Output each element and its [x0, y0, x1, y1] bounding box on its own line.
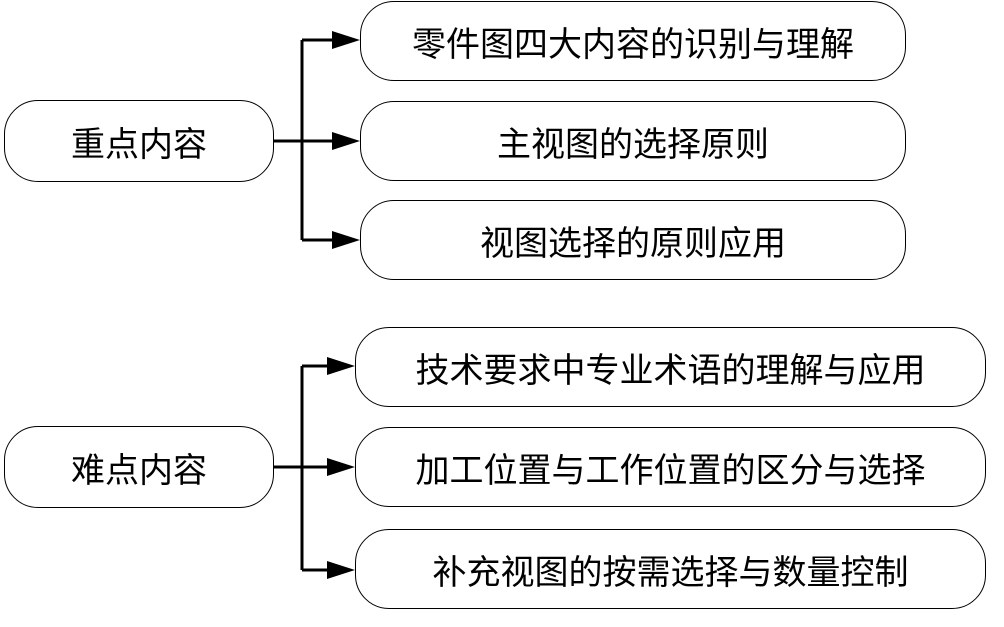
difficult-item-3: 补充视图的按需选择与数量控制: [355, 529, 986, 609]
key-item-2-label: 主视图的选择原则: [497, 124, 769, 165]
difficult-content-node: 难点内容: [4, 426, 274, 508]
key-item-3-label: 视图选择的原则应用: [480, 223, 786, 264]
key-content-node: 重点内容: [4, 100, 274, 182]
key-content-label: 重点内容: [71, 124, 207, 165]
key-item-2: 主视图的选择原则: [360, 101, 906, 181]
difficult-item-3-label: 补充视图的按需选择与数量控制: [432, 552, 909, 593]
difficult-item-2-label: 加工位置与工作位置的区分与选择: [415, 450, 926, 491]
key-item-1: 零件图四大内容的识别与理解: [360, 1, 906, 81]
key-item-3: 视图选择的原则应用: [360, 200, 906, 280]
difficult-item-1: 技术要求中专业术语的理解与应用: [355, 327, 986, 407]
difficult-content-label: 难点内容: [71, 450, 207, 491]
key-item-1-label: 零件图四大内容的识别与理解: [412, 24, 854, 65]
group-2-arrowheads: [327, 357, 355, 579]
group-1-arrowheads: [332, 31, 360, 249]
difficult-item-1-label: 技术要求中专业术语的理解与应用: [415, 350, 926, 391]
difficult-item-2: 加工位置与工作位置的区分与选择: [355, 427, 986, 507]
